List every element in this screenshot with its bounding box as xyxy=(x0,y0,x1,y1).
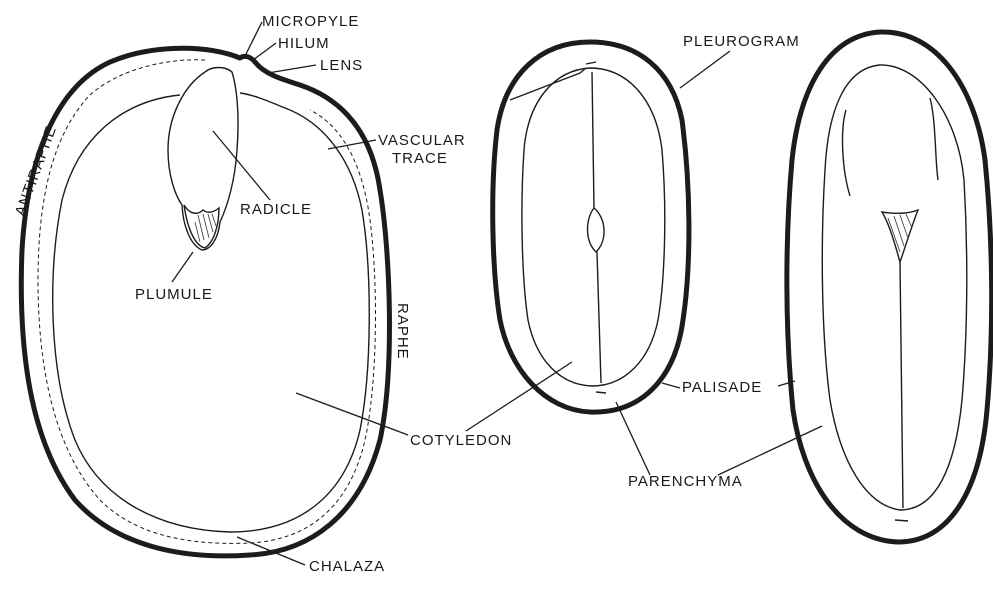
label-plumule: PLUMULE xyxy=(135,286,213,303)
diagram-labels: MICROPYLE HILUM LENS VASCULAR TRACE ANTI… xyxy=(12,13,800,575)
label-lens: LENS xyxy=(320,57,363,74)
label-vascular-trace-2: TRACE xyxy=(392,150,448,167)
right-seed-coat xyxy=(787,32,992,542)
label-micropyle: MICROPYLE xyxy=(262,13,359,30)
label-chalaza: CHALAZA xyxy=(309,558,385,575)
label-raphe: RAPHE xyxy=(394,303,411,360)
label-vascular-trace-1: VASCULAR xyxy=(378,132,466,149)
middle-embryo-node xyxy=(588,208,605,252)
label-radicle: RADICLE xyxy=(240,201,312,218)
middle-chalaza-mark xyxy=(596,392,606,393)
label-palisade: PALISADE xyxy=(682,379,762,396)
label-cotyledon: COTYLEDON xyxy=(410,432,512,449)
label-parenchyma: PARENCHYMA xyxy=(628,473,743,490)
middle-micropyle-mark xyxy=(586,62,596,64)
right-vascular-left xyxy=(843,110,850,196)
middle-axis-upper xyxy=(592,72,594,208)
label-hilum: HILUM xyxy=(278,35,330,52)
right-axis xyxy=(900,262,903,508)
seed-face-view xyxy=(493,42,689,412)
middle-axis-lower xyxy=(597,252,601,383)
right-cotyledon xyxy=(822,65,967,510)
seed-cross-section xyxy=(787,32,992,542)
right-chalaza-mark xyxy=(895,520,908,521)
right-embryo-wedge xyxy=(882,210,918,262)
label-antiraphe: ANTIRAPHE xyxy=(12,123,60,218)
label-pleurogram: PLEUROGRAM xyxy=(683,33,800,50)
right-vascular-right xyxy=(930,98,938,180)
